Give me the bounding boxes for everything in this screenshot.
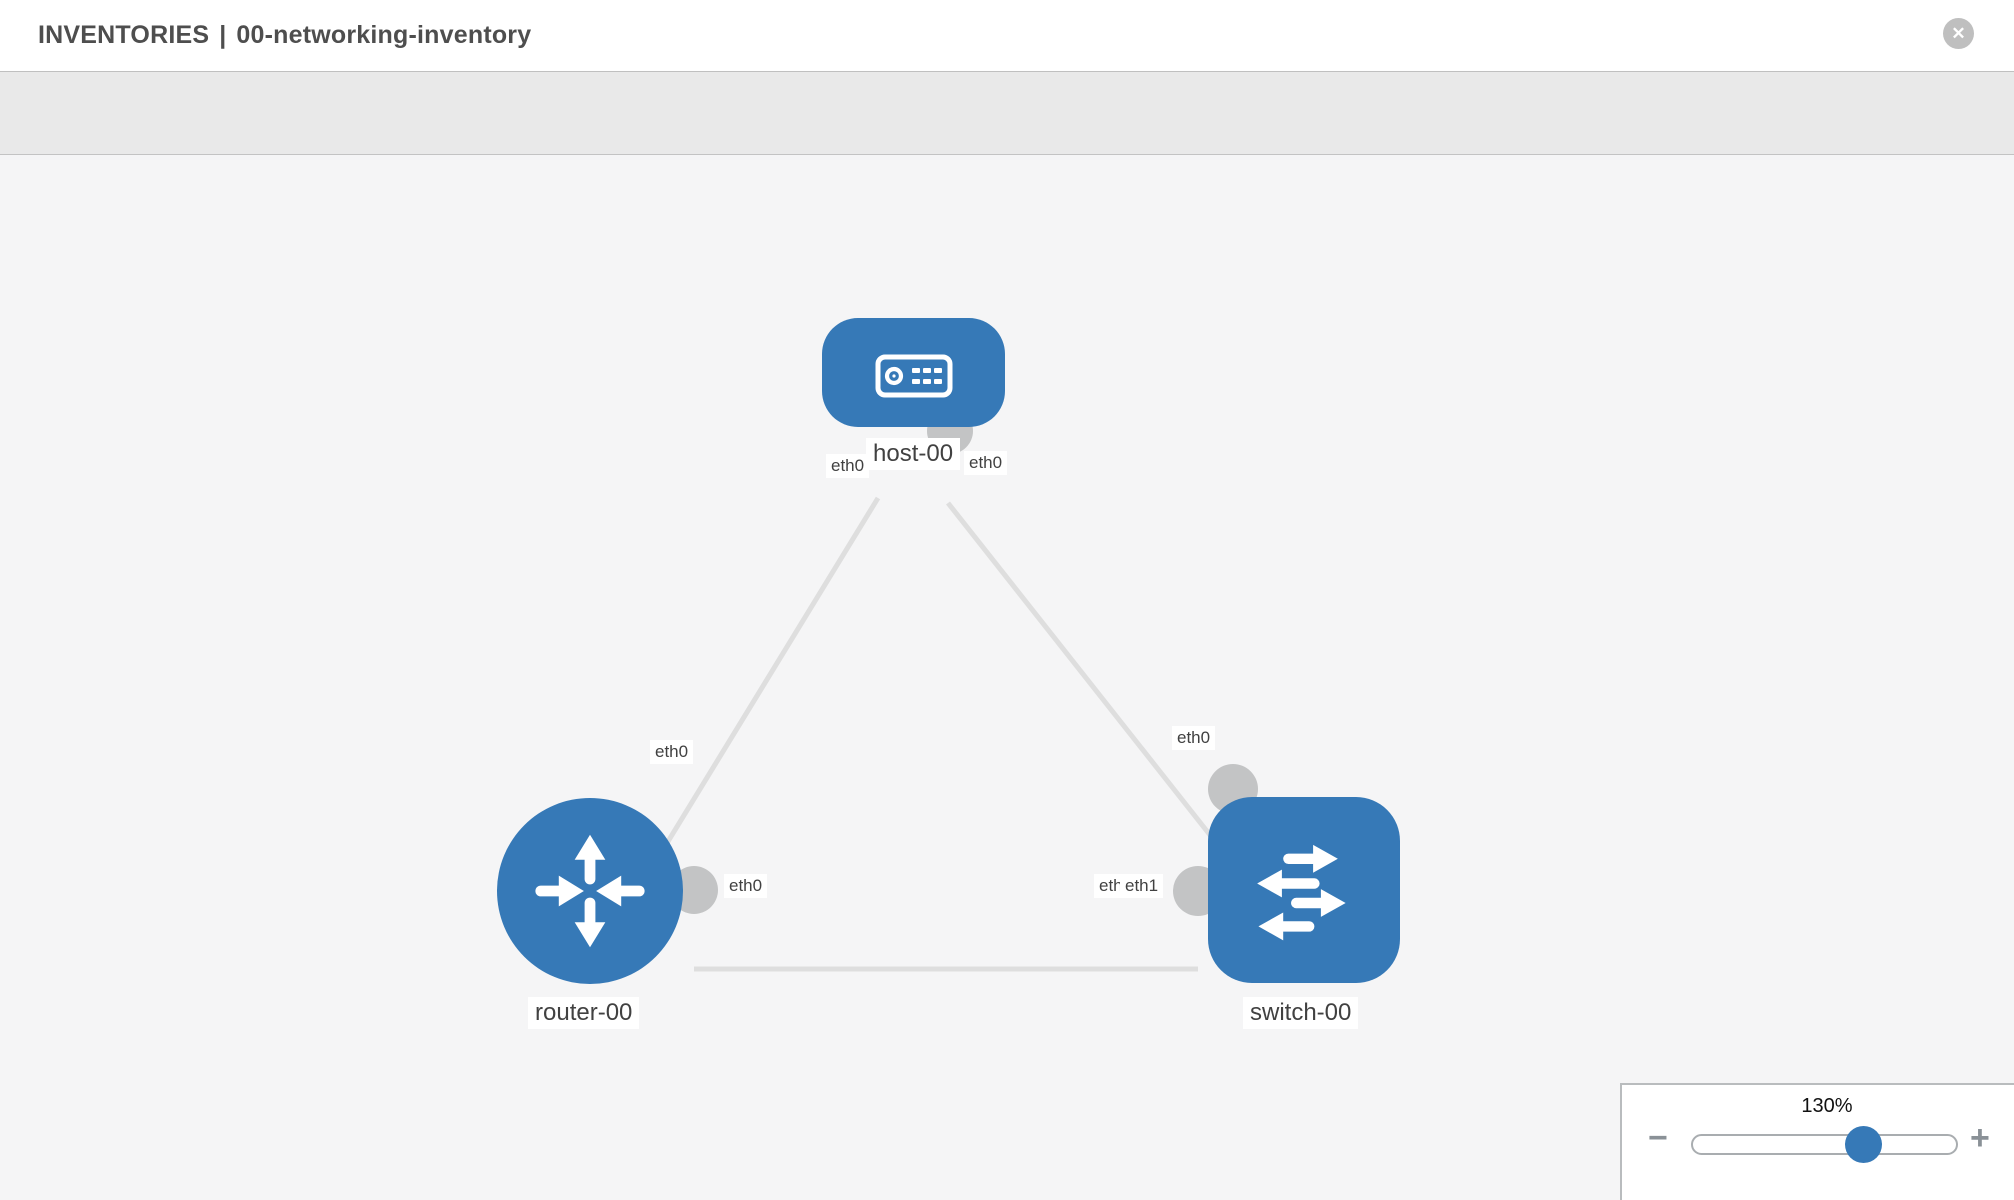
node-label-router: router-00 xyxy=(528,997,640,1029)
port-label-host-right-eth0: eth0 xyxy=(964,451,1008,475)
node-label-host: host-00 xyxy=(866,438,961,470)
minus-icon: − xyxy=(1648,1119,1668,1157)
zoom-slider-thumb[interactable] xyxy=(1845,1126,1882,1163)
breadcrumb-section: INVENTORIES xyxy=(38,21,210,49)
zoom-out-button[interactable]: − xyxy=(1648,1121,1668,1155)
inventory-name: 00-networking-inventory xyxy=(236,21,532,49)
breadcrumb-separator: | xyxy=(219,21,227,49)
port-label-router-right-eth0: eth0 xyxy=(724,874,768,898)
plus-icon: + xyxy=(1970,1119,1990,1157)
toolbar xyxy=(0,71,2014,155)
zoom-slider-track[interactable] xyxy=(1691,1134,1958,1155)
links-layer xyxy=(587,496,1242,972)
port-label-switch-top-eth0: eth0 xyxy=(1172,726,1216,750)
zoom-panel: 130% − + xyxy=(1620,1083,2014,1200)
node-host-00[interactable] xyxy=(822,318,1005,427)
close-icon: ✕ xyxy=(1951,24,1966,43)
zoom-in-button[interactable]: + xyxy=(1970,1121,1990,1155)
header-bar: INVENTORIES | 00-networking-inventory ✕ xyxy=(0,0,2014,71)
node-router-00[interactable] xyxy=(497,798,683,984)
node-label-switch: switch-00 xyxy=(1243,997,1359,1029)
page-title: INVENTORIES | 00-networking-inventory xyxy=(38,0,531,71)
close-button[interactable]: ✕ xyxy=(1943,18,1974,49)
node-switch-00[interactable] xyxy=(1208,797,1400,983)
port-label-host-left-eth0: eth0 xyxy=(826,454,870,478)
link-host-switch[interactable] xyxy=(946,501,1242,875)
port-label-switch-left-eth1: eth1 xyxy=(1120,874,1164,898)
zoom-level: 130% xyxy=(1801,1095,1853,1117)
topology-canvas[interactable]: host-00 router-00 switch-00 eth0 eth0 et… xyxy=(0,156,2014,1200)
port-label-router-top-eth0: eth0 xyxy=(650,740,694,764)
